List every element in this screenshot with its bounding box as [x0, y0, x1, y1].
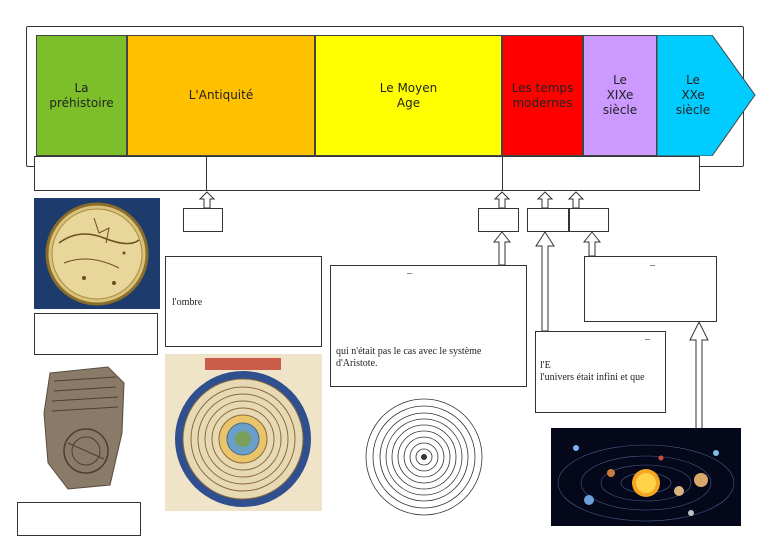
antiquity-text-box[interactable] [165, 256, 322, 347]
aristotle-spheres-diagram-icon [361, 394, 487, 520]
period-20th-century: Le XXe siècle [675, 73, 711, 117]
timeline-bottom-bar [34, 156, 700, 191]
solar-system-illustration-icon [551, 428, 741, 526]
star-map-disc-icon [34, 198, 160, 309]
antiquity-label-box[interactable] [183, 208, 223, 232]
star-map-caption-box[interactable] [34, 313, 158, 355]
middle-age-text-box[interactable] [330, 265, 527, 387]
antiquity-text: l'ombre [172, 297, 203, 308]
up-arrow [536, 191, 554, 209]
up-arrow [535, 231, 555, 332]
period-antiquity: L'Antiquité [127, 35, 315, 156]
period-middle-ages: Le Moyen Age [315, 35, 502, 156]
right-dash: – [650, 260, 655, 271]
modern-label-box-2[interactable] [569, 208, 609, 232]
up-arrow [492, 231, 512, 266]
bar-divider [206, 156, 207, 191]
middle-age-dash: – [407, 268, 412, 279]
right-text-box[interactable] [584, 256, 717, 322]
up-arrow [198, 191, 216, 209]
modern-text-line2: l'univers était infini et que [540, 372, 645, 383]
period-20th-century-arrow [657, 35, 756, 156]
up-arrow [493, 191, 511, 209]
up-arrow [567, 191, 585, 209]
babylonian-clay-tablet-icon [38, 363, 130, 493]
period-modern-times: Les temps modernes [502, 35, 583, 156]
ptolemaic-cosmos-illustration-icon [165, 354, 322, 511]
up-arrow [582, 231, 602, 257]
period-19th-century: Le XIXe siècle [583, 35, 657, 156]
modern-dash: – [645, 334, 650, 345]
middle-age-text: qui n'était pas le cas avec le système d… [336, 346, 482, 369]
modern-text-line1: l'E [540, 360, 551, 371]
bar-divider [502, 156, 503, 191]
modern-text-box[interactable] [535, 331, 666, 413]
period-prehistory: La préhistoire [36, 35, 127, 156]
up-arrow [689, 320, 709, 431]
tablet-caption-box[interactable] [17, 502, 141, 536]
